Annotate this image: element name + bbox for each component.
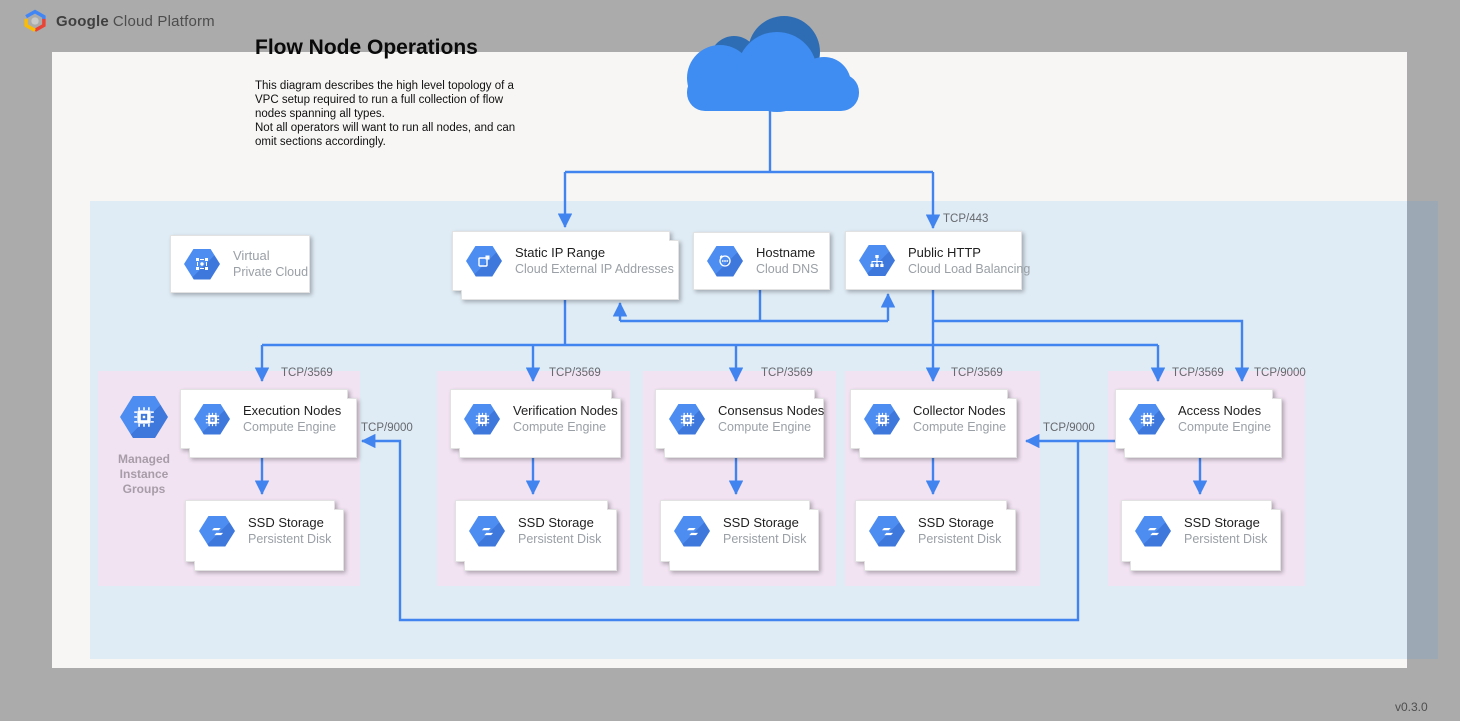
collector-nodes-title: Collector Nodes [913, 403, 1006, 418]
consensus-nodes-title: Consensus Nodes [718, 403, 825, 418]
hostname-card: Hostname Cloud DNS [693, 232, 830, 290]
vpc-card-line1: Virtual [233, 248, 270, 263]
vpc-card-line2: Private Cloud [233, 265, 309, 279]
version-label: v0.3.0 [1395, 700, 1428, 714]
load-balancing-icon [859, 245, 895, 276]
compute-engine-icon [194, 403, 230, 435]
internet-cloud-icon [687, 16, 859, 112]
page-description: This diagram describes the high level to… [255, 79, 529, 149]
description-line-1: This diagram describes the high level to… [255, 80, 514, 120]
persistent-disk-icon [1135, 515, 1171, 547]
collector-ssd-card: SSD Storage Persistent Disk [855, 500, 1016, 571]
collector-ssd-subtitle: Persistent Disk [918, 532, 1002, 546]
public-http-subtitle: Cloud Load Balancing [908, 261, 1031, 276]
execution-ssd-subtitle: Persistent Disk [248, 532, 332, 546]
consensus-ssd-subtitle: Persistent Disk [723, 532, 807, 546]
static-ip-title: Static IP Range [515, 245, 606, 260]
access-nodes-title: Access Nodes [1178, 403, 1262, 418]
collector-nodes-card: Collector Nodes Compute Engine [850, 389, 1017, 458]
virtual-private-cloud-card: Virtual Private Cloud [170, 235, 310, 293]
verification-ssd-card: SSD Storage Persistent Disk [455, 500, 617, 571]
port-label-access-in-9000: TCP/9000 [1254, 367, 1306, 379]
consensus-ssd-card: SSD Storage Persistent Disk [660, 500, 819, 571]
compute-engine-icon [1129, 403, 1165, 435]
description-line-2: Not all operators will want to run all n… [255, 122, 516, 148]
static-ip-subtitle: Cloud External IP Addresses [515, 262, 674, 276]
public-http-card: Public HTTP Cloud Load Balancing [845, 231, 1030, 290]
consensus-nodes-card: Consensus Nodes Compute Engine [655, 389, 824, 458]
port-label-consensus-in: TCP/3569 [761, 367, 813, 379]
execution-ssd-title: SSD Storage [248, 515, 324, 530]
compute-engine-icon [464, 403, 500, 435]
verification-ssd-subtitle: Persistent Disk [518, 532, 602, 546]
access-ssd-title: SSD Storage [1184, 515, 1260, 530]
collector-nodes-subtitle: Compute Engine [913, 420, 1007, 434]
compute-engine-icon [669, 403, 705, 435]
access-nodes-card: Access Nodes Compute Engine [1115, 389, 1282, 458]
verification-nodes-card: Verification Nodes Compute Engine [450, 389, 621, 458]
public-http-title: Public HTTP [908, 244, 981, 260]
consensus-nodes-subtitle: Compute Engine [718, 420, 812, 434]
port-label-verification-in: TCP/3569 [549, 367, 601, 379]
persistent-disk-icon [469, 515, 505, 547]
compute-engine-icon [864, 403, 900, 435]
port-label-collector-in: TCP/3569 [951, 367, 1003, 379]
verification-nodes-subtitle: Compute Engine [513, 420, 607, 434]
gcp-logo-icon [24, 9, 46, 32]
managed-instance-groups-label: Managed Instance Groups [117, 452, 170, 496]
port-label-execution-9000: TCP/9000 [361, 422, 413, 434]
port-label-collector-9000: TCP/9000 [1043, 422, 1095, 434]
cloud-dns-icon [707, 245, 743, 277]
external-ip-icon [466, 245, 502, 277]
port-label-access-in: TCP/3569 [1172, 367, 1224, 379]
execution-nodes-title: Execution Nodes [243, 403, 342, 418]
vpc-icon [184, 248, 220, 280]
access-ssd-subtitle: Persistent Disk [1184, 532, 1268, 546]
hostname-subtitle: Cloud DNS [756, 262, 819, 276]
brand-cloud-platform: Cloud Platform [112, 12, 215, 30]
static-ip-range-card: Static IP Range Cloud External IP Addres… [452, 231, 679, 300]
hostname-title: Hostname [756, 245, 816, 260]
execution-nodes-subtitle: Compute Engine [243, 420, 337, 434]
verification-nodes-title: Verification Nodes [513, 403, 618, 418]
port-label-execution-in: TCP/3569 [281, 367, 333, 379]
execution-ssd-card: SSD Storage Persistent Disk [185, 500, 344, 571]
consensus-ssd-title: SSD Storage [723, 515, 799, 530]
brand-google: Google [56, 12, 109, 30]
collector-ssd-title: SSD Storage [918, 515, 994, 530]
port-label-tcp443: TCP/443 [943, 213, 989, 225]
persistent-disk-icon [674, 515, 710, 547]
verification-ssd-title: SSD Storage [518, 515, 594, 530]
access-ssd-card: SSD Storage Persistent Disk [1121, 500, 1281, 571]
persistent-disk-icon [869, 515, 905, 547]
execution-nodes-card: Execution Nodes Compute Engine [180, 389, 357, 458]
page-title: Flow Node Operations [255, 36, 478, 59]
access-nodes-subtitle: Compute Engine [1178, 420, 1272, 434]
persistent-disk-icon [199, 515, 235, 547]
